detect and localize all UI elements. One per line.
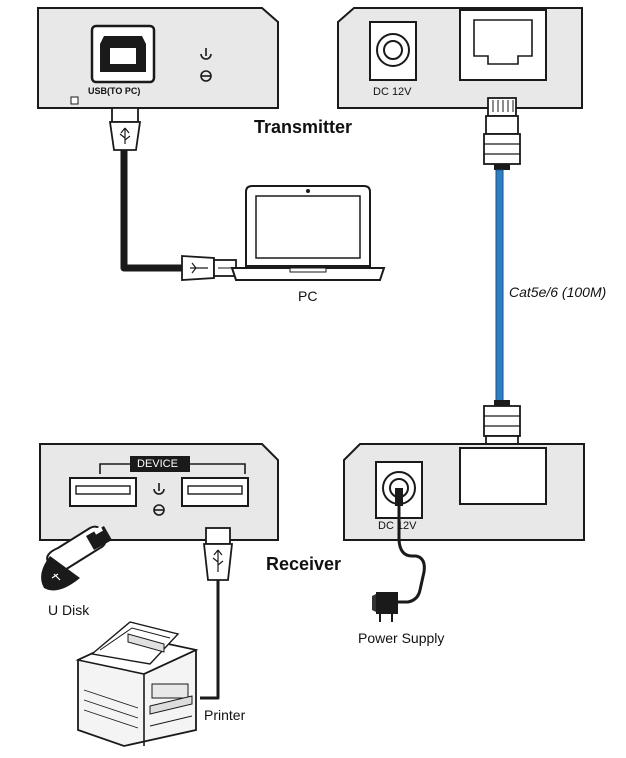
u-disk-label: U Disk xyxy=(48,602,90,618)
usb-port-label: USB(TO PC) xyxy=(88,86,141,96)
cat5e-cable xyxy=(495,169,504,403)
power-adapter-icon xyxy=(372,592,398,622)
rj45-plug-top xyxy=(483,97,521,170)
receiver-rj45-unit xyxy=(343,443,585,541)
transmitter-label: Transmitter xyxy=(254,117,353,137)
printer-icon xyxy=(75,621,199,747)
dc-12v-label-rx: DC 12V xyxy=(378,520,417,532)
device-label: DEVICE xyxy=(137,458,178,470)
pc-label: PC xyxy=(298,288,318,304)
printer-label: Printer xyxy=(204,707,246,723)
usb-a-port-left xyxy=(69,477,137,507)
link-led-icon xyxy=(200,70,212,82)
printer-usb-cable xyxy=(200,578,220,700)
rj45-port-rx xyxy=(459,447,547,505)
power-supply-label: Power Supply xyxy=(358,630,445,646)
receiver-label: Receiver xyxy=(266,554,342,574)
cable-label: Cat5e/6 (100M) xyxy=(509,284,607,300)
usb-flash-drive-icon xyxy=(41,525,112,591)
usb-cable xyxy=(120,140,184,272)
usb-a-plug-printer xyxy=(202,527,234,581)
usb-b-plug xyxy=(108,107,142,151)
transmitter-rj45-unit xyxy=(337,7,583,109)
power-cable xyxy=(396,500,426,604)
receiver-usb-unit xyxy=(39,443,279,541)
usb-a-plug-pc xyxy=(181,255,237,281)
dc-12v-label-tx: DC 12V xyxy=(373,86,412,98)
power-led-icon xyxy=(200,48,212,60)
power-led-icon xyxy=(153,483,165,495)
transmitter-usb-unit xyxy=(37,7,279,109)
link-led-icon xyxy=(153,504,165,516)
laptop-pc-icon xyxy=(230,185,386,281)
usb-a-port-right xyxy=(181,477,249,507)
